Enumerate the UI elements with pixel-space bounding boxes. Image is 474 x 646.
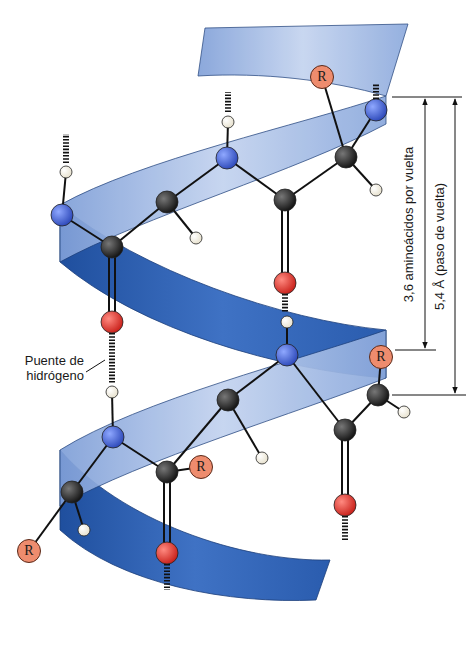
hydrogen-bond [225,92,231,112]
atom [216,147,238,169]
r-group-label: R [196,460,205,474]
hydrogen-bond [109,333,115,383]
double-bond [163,472,165,553]
atom [61,481,83,503]
hydrogen-bond [373,84,379,99]
atom [398,406,410,418]
r-group-label: R [317,70,326,84]
atom [365,99,387,121]
hydrogen-bond [164,564,170,590]
atom [281,316,293,328]
side-chain-bond [322,77,346,157]
hydrogen-bond [63,134,69,163]
r-group-circle: R [369,345,393,369]
hydrogen-bond [282,294,288,312]
atom [334,494,356,516]
atom [156,542,178,564]
hbond-label: Puente de hidrógeno [2,354,84,384]
r-group-circle: R [17,539,41,563]
atom [370,184,382,196]
atom [334,419,356,441]
atom [274,189,296,211]
atom [276,344,298,366]
atom [256,452,268,464]
atom [51,204,73,226]
double-bond [341,430,343,505]
double-bond [287,200,289,283]
covalent-bond [287,355,345,430]
r-group-label: R [376,350,385,364]
r-group-circle: R [189,455,213,479]
atom [335,146,357,168]
dimension-label: 3,6 aminoácidos por vuelta [402,144,417,303]
atom [101,311,123,333]
r-group-circle: R [310,65,334,89]
hydrogen-bond [342,516,348,540]
atom [190,232,202,244]
atom [106,386,118,398]
atom [367,384,389,406]
double-bond [347,430,349,505]
double-bond [114,247,116,322]
atom [222,116,234,128]
dimension-label: 5,4 Å (paso de vuelta) [433,180,448,311]
atom [274,272,296,294]
atom [60,166,72,178]
atom [156,461,178,483]
r-group-label: R [24,544,33,558]
atom [78,524,90,536]
double-bond [281,200,283,283]
atom [101,236,123,258]
atom [217,389,239,411]
double-bond [169,472,171,553]
atom [102,426,124,448]
atom [156,191,178,213]
double-bond [108,247,110,322]
